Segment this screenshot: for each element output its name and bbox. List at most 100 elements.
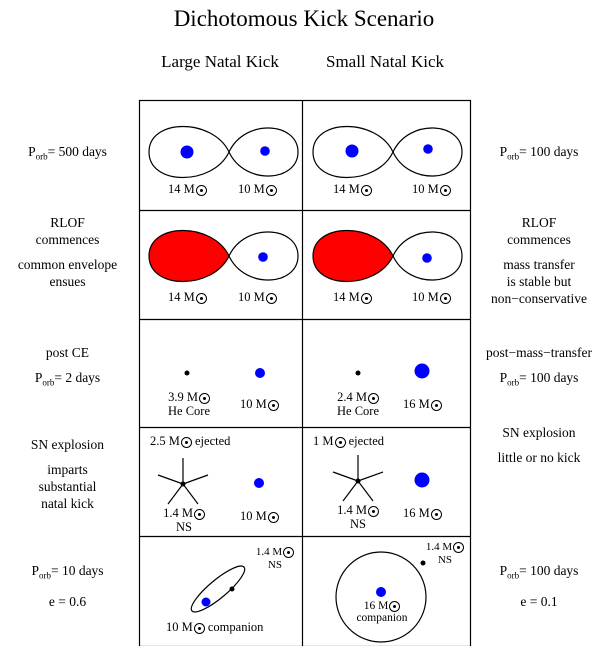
mass-label: 10 M <box>412 182 451 197</box>
solar-mass-symbol <box>367 393 379 404</box>
column-heading-small-kick: Small Natal Kick <box>325 52 445 71</box>
annotation-line: substantial <box>38 479 97 494</box>
annotation-line: commences <box>507 232 571 247</box>
solar-mass-symbol <box>439 185 451 196</box>
column-heading-large-kick: Large Natal Kick <box>161 52 279 71</box>
he-core-label: 2.4 M He Core <box>332 390 384 418</box>
mass-label: 10 M <box>238 182 277 197</box>
right-note-row-4: SN explosion little or no kick <box>470 424 608 466</box>
secondary-star <box>260 146 270 156</box>
row1-right-binary <box>312 125 463 179</box>
remnant-type-label: NS <box>350 517 366 531</box>
mass-label: 16 M <box>403 506 442 521</box>
companion-star <box>414 472 430 488</box>
right-note-row-1: Porb= 100 days <box>470 143 608 166</box>
solar-mass-symbol <box>198 393 210 404</box>
solar-mass-symbol <box>180 437 192 448</box>
annotation-line: common envelope <box>17 257 118 272</box>
ejected-mass-label: 1 M ejected <box>313 434 385 448</box>
roche-lobe-outline <box>312 125 463 179</box>
primary-star <box>345 144 359 158</box>
solar-mass-symbol <box>334 437 346 448</box>
ns-label: 1.4 M NS <box>420 541 470 567</box>
annotation-line: natal kick <box>41 496 94 511</box>
accretor-star <box>422 253 432 263</box>
primary-star <box>180 145 194 159</box>
companion-star <box>376 587 386 597</box>
solar-mass-symbol <box>195 293 207 304</box>
he-core-dot <box>355 370 361 376</box>
annotation-line: Porb= 100 days <box>499 563 579 581</box>
row5-left-orbit <box>190 565 246 613</box>
mass-label: 16 M <box>352 600 412 612</box>
solar-mass-symbol <box>283 547 295 558</box>
mass-label: 16 M <box>403 397 442 412</box>
row1-left-binary <box>148 125 299 179</box>
annotation-line: little or no kick <box>497 450 581 465</box>
annotation-line: SN explosion <box>30 437 105 452</box>
he-core-label: 3.9 M He Core <box>163 390 215 418</box>
ejecta-ray <box>342 480 359 502</box>
solar-mass-symbol <box>360 185 372 196</box>
solar-mass-symbol <box>193 509 205 520</box>
annotation-line: SN explosion <box>502 425 576 440</box>
annotation-line: imparts <box>47 462 88 477</box>
ejecta-ray <box>167 483 184 505</box>
solar-mass-symbol <box>453 542 465 553</box>
row4-left-sn <box>157 458 264 505</box>
annotation-line: is stable but <box>506 274 572 289</box>
mass-label: 3.9 M <box>163 390 215 404</box>
annotation-line: ensues <box>49 274 86 289</box>
ns-label: 1.4 M NS <box>158 506 210 534</box>
mass-label: 2.4 M <box>332 390 384 404</box>
row5-right-orbit <box>335 551 427 643</box>
mass-label: 1.4 M <box>158 506 210 520</box>
secondary-star <box>423 144 433 154</box>
ejecta-ray <box>357 480 374 502</box>
annotation-line: non−conservative <box>490 291 588 306</box>
companion-star <box>254 478 264 488</box>
mass-label: 1.4 M <box>250 546 300 559</box>
mass-label: 1.4 M <box>420 541 470 554</box>
solar-mass-symbol <box>265 185 277 196</box>
solar-mass-symbol <box>367 506 379 517</box>
grid <box>138 99 472 646</box>
accretor-lobe-outline <box>392 231 463 281</box>
annotation-line: Porb= 500 days <box>28 144 107 162</box>
ns-dot <box>229 586 235 592</box>
annotation-line: Porb= 100 days <box>499 144 579 162</box>
mass-label: 10 M <box>238 290 277 305</box>
remnant-type-label: NS <box>267 559 283 571</box>
row2-left-binary <box>148 229 299 283</box>
roche-lobe-outline <box>148 125 299 179</box>
mass-label: 10 M <box>240 397 279 412</box>
ejecta-ray <box>332 471 359 482</box>
annotation-line: Porb= 2 days <box>34 370 101 388</box>
annotation-line: RLOF <box>50 215 85 230</box>
ns-label: 1.4 M NS <box>332 503 384 531</box>
diagram-title: Dichotomous Kick Scenario <box>173 6 435 31</box>
annotation-line: Porb= 100 days <box>499 370 579 388</box>
ejected-mass-label: 2.5 M ejected <box>150 434 231 448</box>
mass-label: 14 M <box>333 182 372 197</box>
ejecta-ray <box>357 471 384 482</box>
annotation-line: e = 0.1 <box>520 593 558 609</box>
solar-mass-symbol <box>267 512 279 523</box>
row2-right-binary <box>312 229 463 283</box>
solar-mass-symbol <box>389 601 401 612</box>
accretor-lobe-outline <box>228 231 299 281</box>
mass-label: 10 M <box>240 509 279 524</box>
ejecta-ray <box>182 474 209 485</box>
companion-label: 10 M companion <box>166 620 264 634</box>
solar-mass-symbol <box>360 293 372 304</box>
core-type-label: He Core <box>337 404 379 418</box>
solar-mass-symbol <box>265 293 277 304</box>
mass-label: 10 M <box>412 290 451 305</box>
left-note-row-4: SN explosion imparts substantial natal kick <box>0 436 135 512</box>
left-note-row-1: Porb= 500 days <box>0 143 135 166</box>
solar-mass-symbol <box>193 623 205 634</box>
